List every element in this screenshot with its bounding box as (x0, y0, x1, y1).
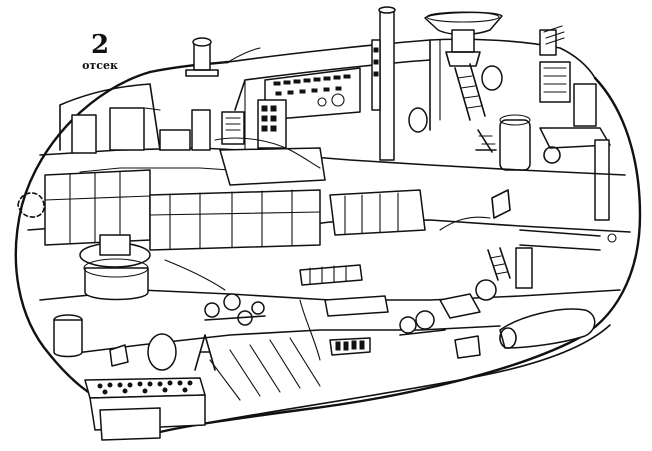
hull-outline (14, 47, 642, 434)
lower-left-machinery (53, 234, 216, 371)
right-lower-equipment (487, 229, 617, 349)
left-upper-cabin (59, 83, 211, 154)
mast-tubes (185, 6, 565, 161)
periscope-well (424, 11, 503, 67)
compartment-number: 2 (90, 30, 110, 60)
control-panels (221, 39, 381, 149)
lower-pipework (204, 264, 497, 359)
cutaway-lines (164, 137, 491, 401)
right-upper-equipment (408, 61, 611, 221)
battery-blocks (84, 377, 206, 441)
middle-cabinets (17, 147, 426, 251)
compartment-label: отсек (82, 59, 118, 72)
